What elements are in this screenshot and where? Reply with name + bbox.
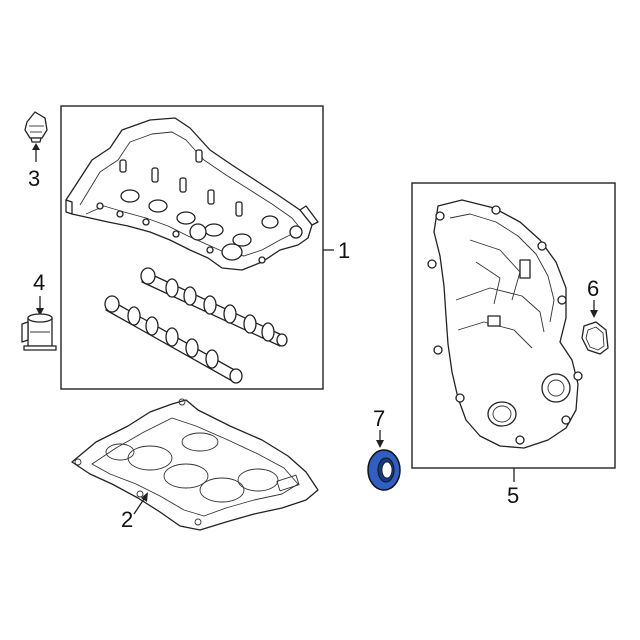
head-journals bbox=[120, 189, 303, 261]
callout-1: 1 bbox=[338, 238, 350, 263]
timing-cover-group bbox=[411, 182, 616, 482]
cylinder-head-drawing bbox=[65, 117, 319, 271]
callout-3: 3 bbox=[28, 166, 40, 191]
cylinder-head-frame bbox=[60, 105, 324, 390]
callout-2: 2 bbox=[121, 507, 133, 532]
callout-4: 4 bbox=[33, 270, 45, 295]
cylinder-head-group bbox=[60, 105, 334, 390]
camshaft-lower bbox=[104, 295, 243, 384]
solenoid-drawing bbox=[21, 296, 57, 351]
gasket-drawing bbox=[71, 398, 319, 531]
crankshaft-seal-drawing bbox=[367, 430, 401, 491]
timing-cover-drawing bbox=[427, 199, 583, 449]
head-bolts bbox=[96, 149, 266, 264]
cover-seal-drawing bbox=[581, 300, 609, 355]
callout-6: 6 bbox=[587, 276, 599, 301]
seal-bore bbox=[381, 461, 393, 479]
callout-5: 5 bbox=[507, 483, 519, 508]
callout-7: 7 bbox=[373, 406, 385, 431]
plug-drawing bbox=[24, 111, 48, 162]
camshaft-upper bbox=[140, 267, 288, 347]
